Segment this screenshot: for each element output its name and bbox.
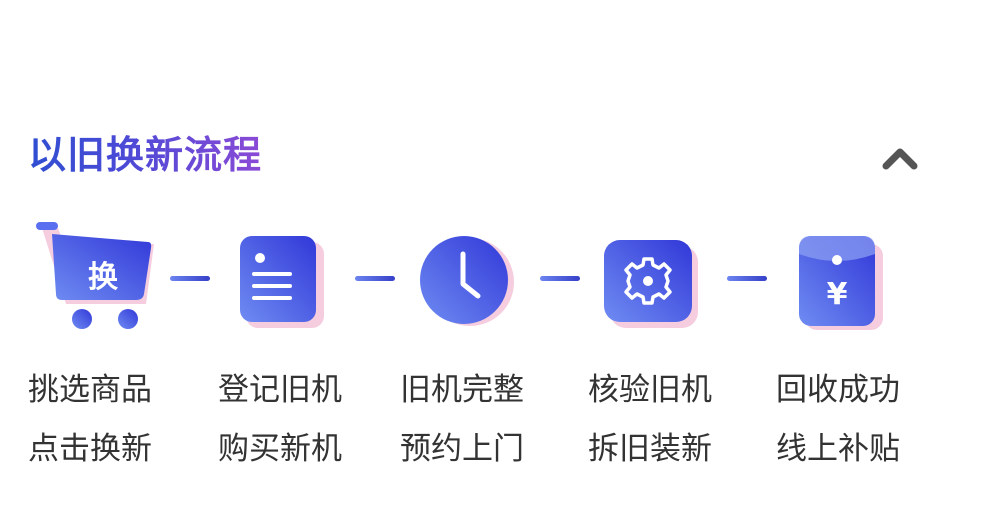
shopping-cart-icon: 换 (36, 222, 154, 329)
step-3-label-line1: 旧机完整 (400, 372, 524, 408)
step-2-icon (238, 234, 328, 330)
section-title: 以旧换新流程 (28, 130, 262, 180)
gear-icon (604, 240, 698, 328)
step-2-label-line2: 购买新机 (218, 431, 342, 467)
step-1-label-line1: 挑选商品 (28, 372, 152, 408)
connector-4 (727, 276, 767, 281)
connector-2 (355, 276, 395, 281)
chevron-up-icon (882, 148, 918, 170)
step-3-icon (418, 234, 514, 330)
step-5-label-line1: 回收成功 (776, 372, 900, 408)
step-2-label-line1: 登记旧机 (218, 372, 342, 408)
svg-text:¥: ¥ (827, 277, 848, 312)
step-1-label-line2: 点击换新 (28, 431, 152, 467)
collapse-button[interactable] (878, 140, 922, 176)
step-5-label-line2: 线上补贴 (776, 431, 900, 467)
step-1-icon: 换 (36, 220, 154, 329)
svg-text:换: 换 (88, 260, 119, 295)
clock-icon (420, 236, 514, 326)
document-icon (240, 236, 324, 328)
connector-3 (540, 276, 580, 281)
step-4-label-line1: 核验旧机 (588, 372, 712, 408)
step-4-icon (602, 238, 698, 334)
step-5-icon: ¥ (797, 234, 887, 330)
step-3-label-line2: 预约上门 (400, 431, 524, 467)
step-4-label-line2: 拆旧装新 (588, 431, 712, 467)
red-envelope-yen-icon: ¥ (799, 236, 883, 330)
connector-1 (170, 276, 210, 281)
